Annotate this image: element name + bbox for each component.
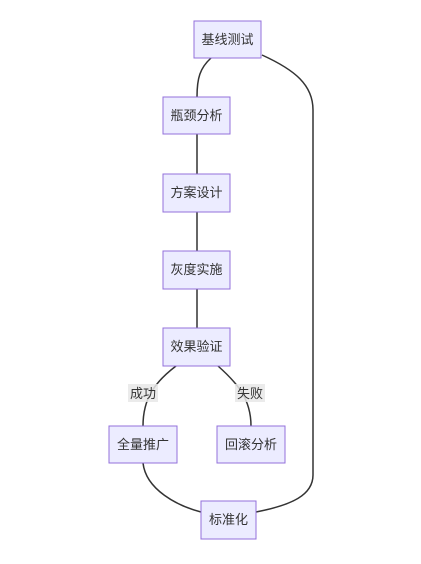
node-baseline-label: 基线测试 — [201, 33, 253, 48]
node-design-label: 方案设计 — [170, 185, 222, 201]
edge-rollout-standardize — [142, 462, 202, 513]
node-rollout[interactable]: 全量推广 — [108, 425, 178, 464]
edge-label-failure: 失败 — [235, 384, 265, 402]
edge-labels: 成功 失败 — [128, 384, 265, 402]
edge-label-success-text: 成功 — [130, 387, 156, 402]
node-rollout-label: 全量推广 — [117, 437, 169, 453]
node-baseline[interactable]: 基线测试 — [193, 20, 262, 59]
edge-label-success: 成功 — [128, 384, 158, 402]
edge-label-failure-text: 失败 — [237, 387, 263, 402]
node-gray[interactable]: 灰度实施 — [162, 250, 231, 290]
node-design[interactable]: 方案设计 — [162, 173, 231, 213]
node-gray-label: 灰度实施 — [170, 262, 222, 278]
node-rollback-label: 回滚分析 — [225, 437, 277, 453]
edge-baseline-standardize — [255, 54, 314, 513]
node-standardize-label: 标准化 — [209, 513, 248, 528]
node-rollback[interactable]: 回滚分析 — [216, 425, 286, 464]
node-verify-label: 效果验证 — [170, 339, 222, 355]
edge-baseline-bottleneck — [196, 57, 212, 98]
node-standardize[interactable]: 标准化 — [200, 500, 257, 540]
node-bottleneck-label: 瓶颈分析 — [170, 109, 222, 124]
node-bottleneck[interactable]: 瓶颈分析 — [162, 96, 231, 135]
nodes: 基线测试 瓶颈分析 方案设计 灰度实施 效果验证 全量推广 回滚分析 标准化 — [108, 20, 286, 540]
node-verify[interactable]: 效果验证 — [162, 327, 231, 367]
